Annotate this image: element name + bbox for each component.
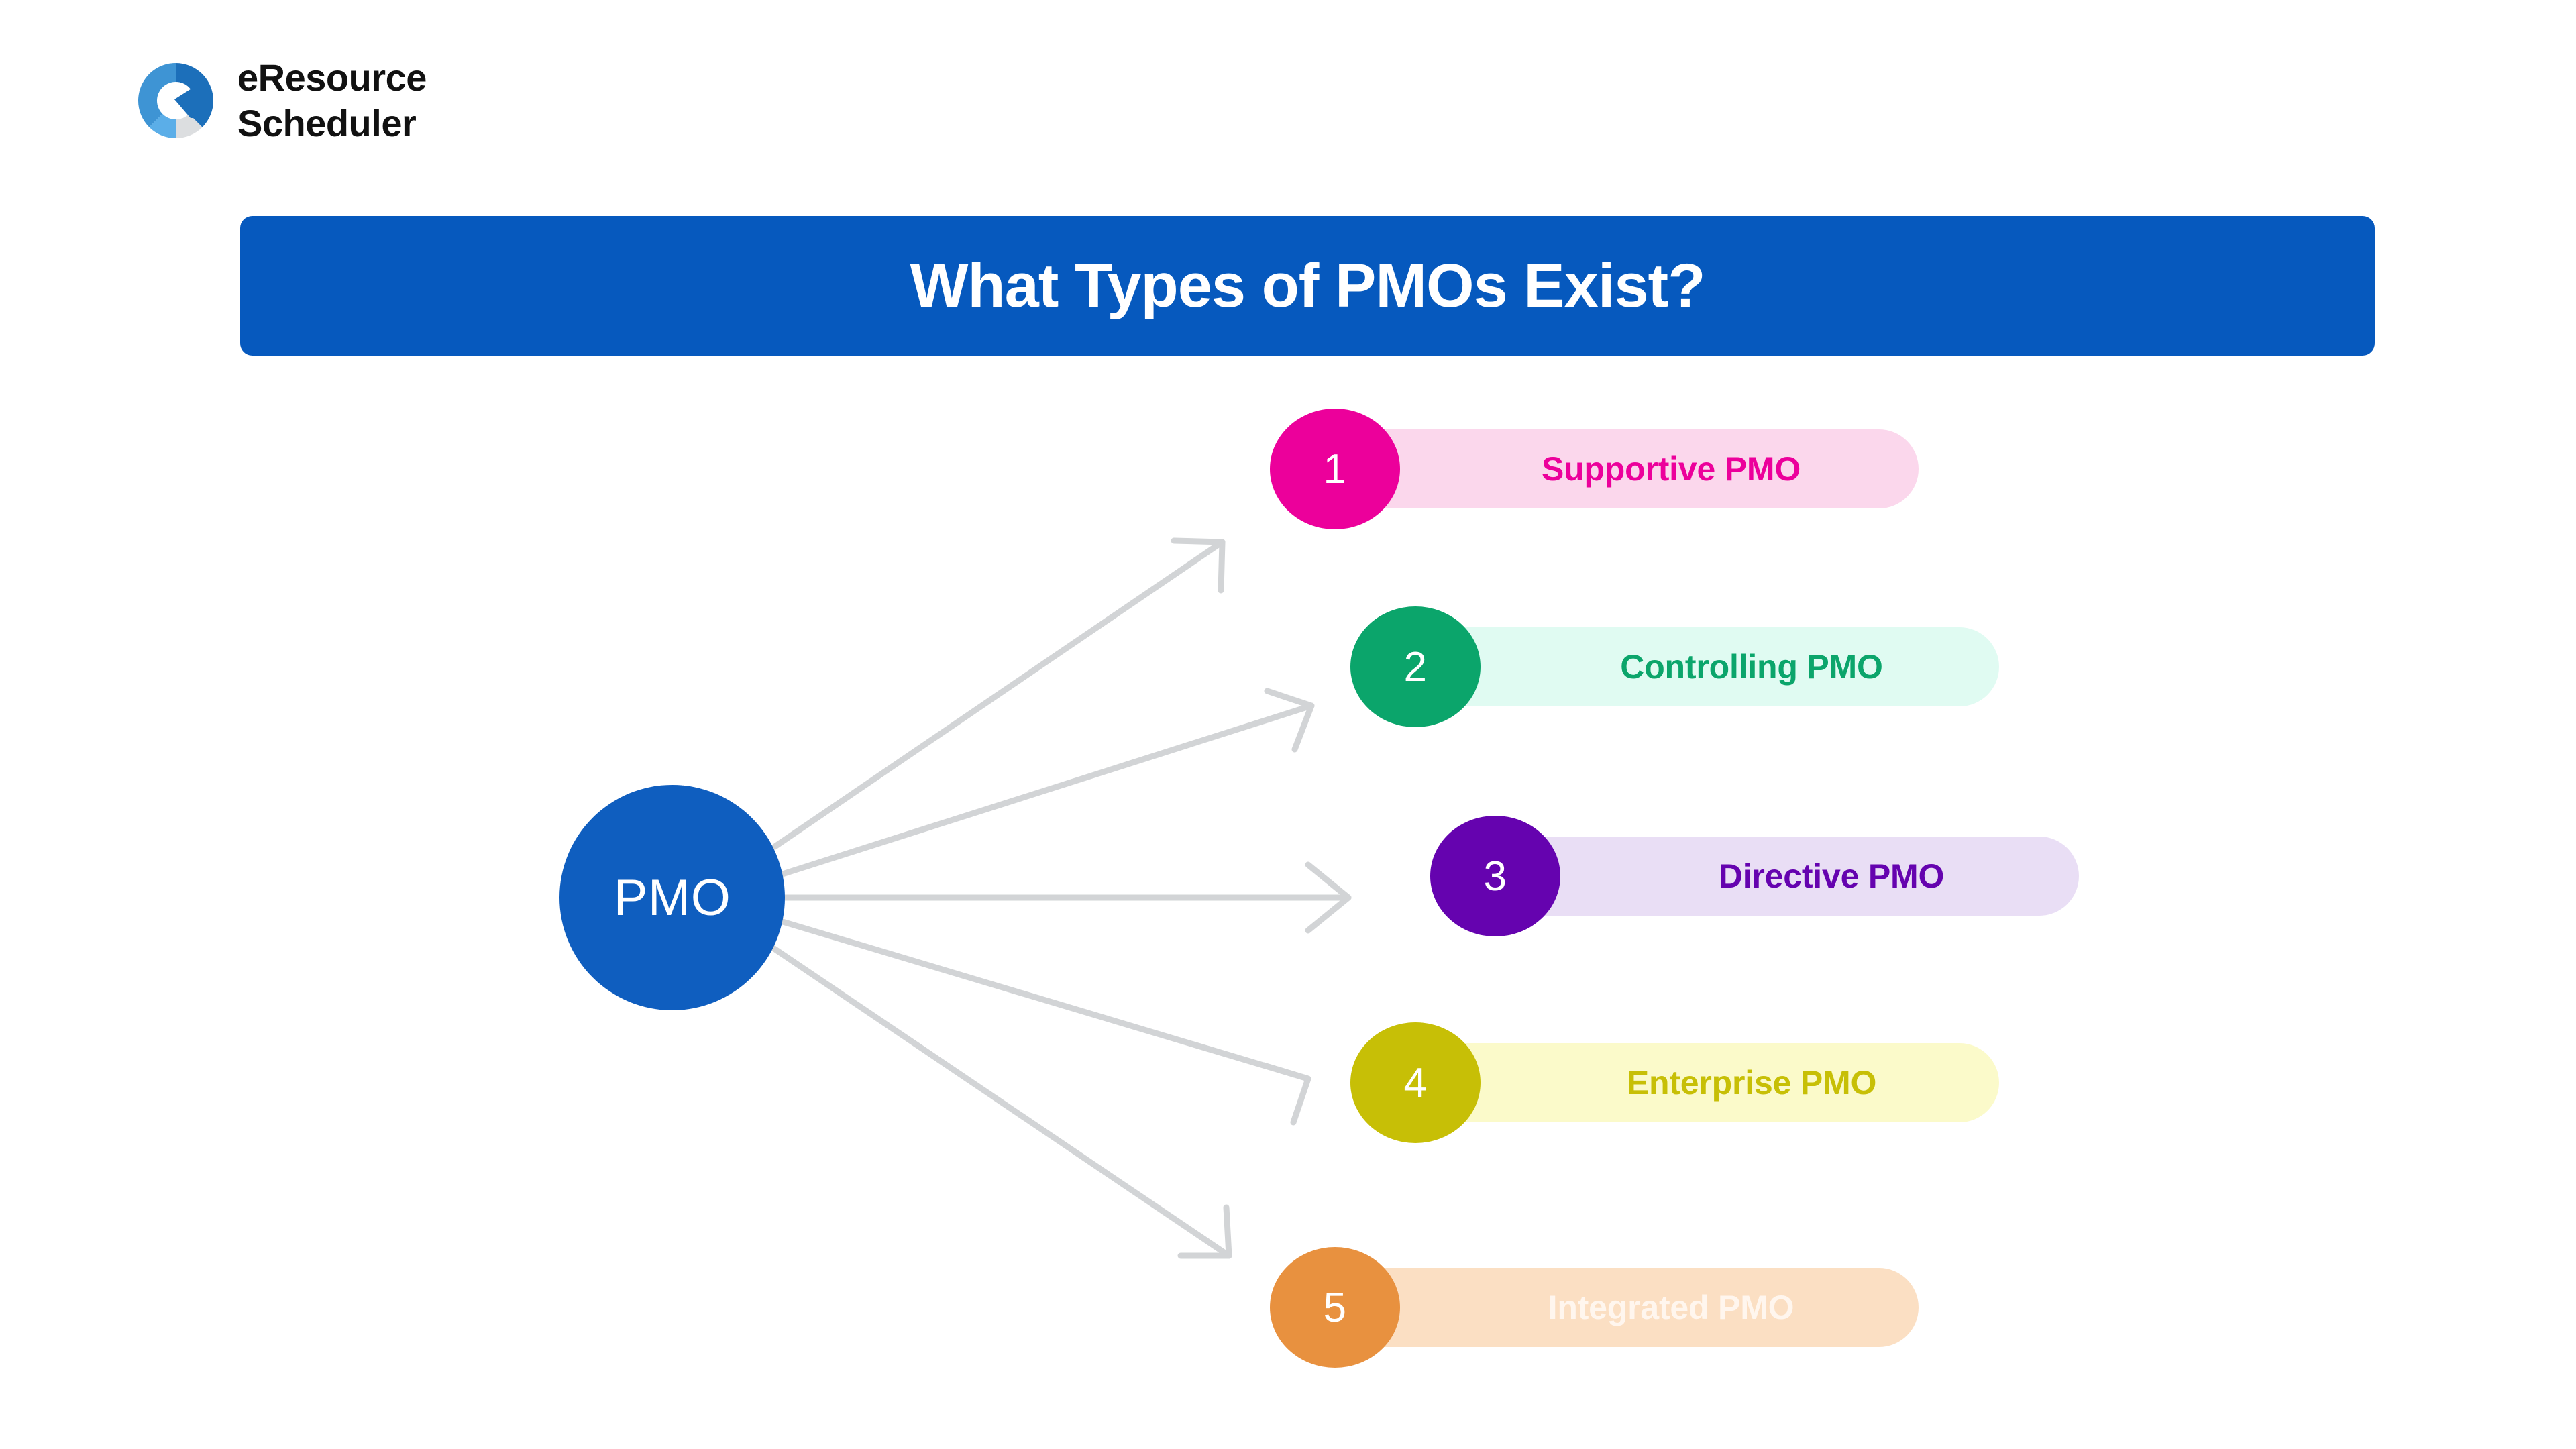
- pmo-type-badge-2[interactable]: 2: [1350, 606, 1481, 727]
- pmo-type-number-5: 5: [1323, 1284, 1347, 1331]
- pmo-type-pill-4[interactable]: Enterprise PMO: [1424, 1043, 1999, 1122]
- arrow-to-supportive: [771, 537, 1226, 850]
- eresource-scheduler-logo-icon: [133, 58, 219, 144]
- pmo-type-label-3: Directive PMO: [1718, 857, 1945, 895]
- arrow-to-integrated: [767, 943, 1232, 1259]
- pmo-type-label-1: Supportive PMO: [1541, 450, 1801, 488]
- pmo-type-label-5: Integrated PMO: [1548, 1289, 1794, 1326]
- pmo-type-badge-5[interactable]: 5: [1270, 1247, 1400, 1368]
- pmo-hub-node[interactable]: PMO: [559, 785, 785, 1010]
- pmo-type-label-4: Enterprise PMO: [1626, 1064, 1877, 1102]
- pmo-type-number-2: 2: [1403, 643, 1428, 690]
- pmo-type-pill-3[interactable]: Directive PMO: [1503, 837, 2079, 916]
- page-title: What Types of PMOs Exist?: [910, 251, 1706, 320]
- arrow-to-directive: [780, 861, 1352, 934]
- pmo-type-pill-2[interactable]: Controlling PMO: [1424, 627, 1999, 706]
- arrow-to-enterprise: [775, 917, 1311, 1126]
- arrow-to-controlling: [775, 688, 1315, 879]
- pmo-type-label-2: Controlling PMO: [1620, 648, 1883, 686]
- brand-logo: eResource Scheduler: [133, 55, 427, 147]
- title-banner: What Types of PMOs Exist?: [240, 216, 2375, 356]
- pmo-type-number-1: 1: [1323, 445, 1347, 492]
- pmo-type-badge-4[interactable]: 4: [1350, 1022, 1481, 1143]
- pmo-hub-label: PMO: [613, 869, 731, 926]
- pmo-type-pill-1[interactable]: Supportive PMO: [1343, 429, 1919, 508]
- brand-name: eResource Scheduler: [237, 56, 427, 145]
- pmo-type-number-4: 4: [1403, 1059, 1428, 1106]
- pmo-type-pill-5[interactable]: Integrated PMO: [1343, 1268, 1919, 1347]
- pmo-type-badge-3[interactable]: 3: [1430, 816, 1560, 936]
- pmo-type-number-3: 3: [1483, 853, 1507, 900]
- pmo-type-badge-1[interactable]: 1: [1270, 409, 1400, 529]
